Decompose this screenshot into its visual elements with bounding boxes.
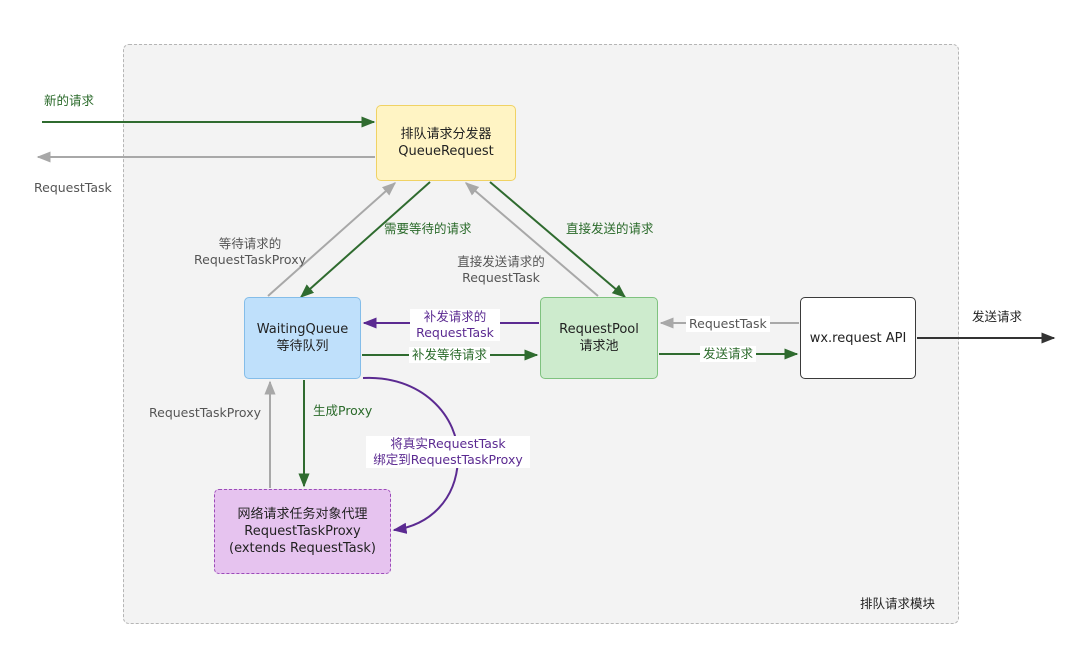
label-task-proxy-up: RequestTaskProxy (149, 405, 261, 420)
label-wait-proxy-line1: 等待请求的 (218, 236, 282, 251)
label-send-request: 发送请求 (700, 346, 757, 362)
arrow-queue-to-pool (489, 181, 627, 298)
arrow-waiting-to-queue (267, 182, 397, 297)
label-resend-task: 补发请求的 RequestTask (410, 309, 500, 341)
label-bind-line2: 绑定到RequestTaskProxy (366, 452, 530, 468)
request-pool-subtitle: 请求池 (579, 339, 619, 354)
label-bind-line1: 将真实RequestTask (366, 436, 530, 452)
request-task-proxy-extends: (extends RequestTask) (229, 541, 376, 556)
wx-request-api-box: wx.request API (800, 297, 916, 379)
request-pool-box: RequestPool 请求池 (540, 297, 658, 379)
label-resend-task-line1: 补发请求的 (410, 309, 500, 325)
arrow-queue-to-waiting (299, 181, 431, 298)
label-resend-wait: 补发等待请求 (409, 347, 491, 363)
label-direct-task: 直接发送请求的 RequestTask (448, 254, 554, 286)
queue-request-subtitle: QueueRequest (398, 144, 494, 159)
request-task-proxy-title: 网络请求任务对象代理 (237, 507, 368, 522)
label-direct-task-line1: 直接发送请求的 (457, 254, 545, 269)
label-send-out: 发送请求 (972, 309, 1023, 324)
label-wait-proxy: 等待请求的 RequestTaskProxy (188, 236, 312, 268)
waiting-queue-title: WaitingQueue (256, 322, 349, 337)
label-direct-task-line2: RequestTask (462, 270, 540, 285)
label-new-request: 新的请求 (44, 93, 95, 108)
arrow-pool-to-queue (464, 182, 599, 297)
queue-request-title: 排队请求分发器 (400, 127, 492, 142)
request-task-proxy-class: RequestTaskProxy (244, 524, 361, 539)
label-pool-task: RequestTask (686, 316, 770, 332)
label-needs-wait: 需要等待的请求 (384, 221, 472, 236)
label-direct-send: 直接发送的请求 (566, 221, 654, 236)
waiting-queue-subtitle: 等待队列 (276, 339, 329, 354)
label-gen-proxy: 生成Proxy (313, 403, 373, 418)
request-pool-title: RequestPool (559, 322, 639, 337)
queue-request-box: 排队请求分发器 QueueRequest (376, 105, 516, 181)
label-bind: 将真实RequestTask 绑定到RequestTaskProxy (366, 436, 530, 468)
waiting-queue-box: WaitingQueue 等待队列 (244, 297, 361, 379)
request-task-proxy-box: 网络请求任务对象代理 RequestTaskProxy (extends Req… (214, 489, 391, 574)
label-request-task-out: RequestTask (34, 180, 112, 195)
label-wait-proxy-line2: RequestTaskProxy (194, 252, 306, 267)
wx-request-api-title: wx.request API (809, 330, 907, 346)
module-label: 排队请求模块 (860, 596, 936, 611)
label-resend-task-line2: RequestTask (410, 325, 500, 341)
